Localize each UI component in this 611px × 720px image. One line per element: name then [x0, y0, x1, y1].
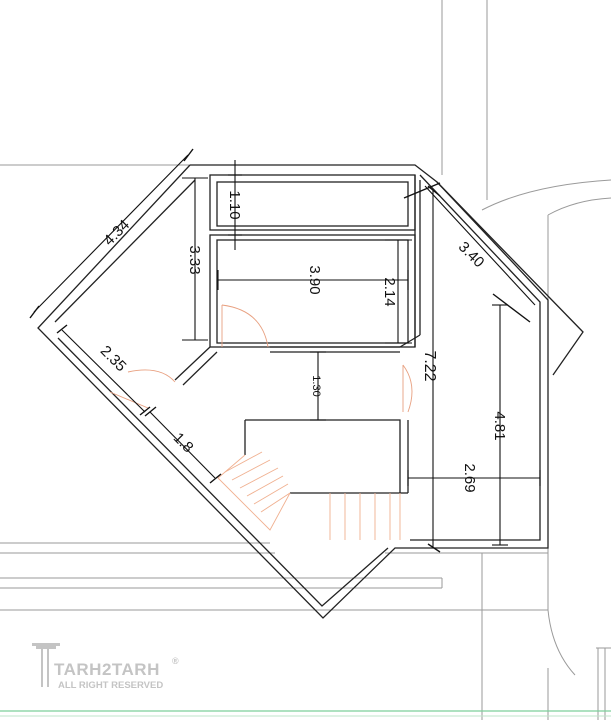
- watermark-logo: TARH2TARH ALL RIGHT RESERVED ®: [32, 643, 179, 691]
- dim-label-3-90: 3.90: [306, 265, 323, 294]
- dim-label-3-40: 3.40: [455, 238, 488, 271]
- dim-label-2-69: 2.69: [461, 463, 478, 492]
- doors: [109, 304, 413, 413]
- dim-label-1-30: 1.30: [310, 375, 322, 396]
- watermark-registered-mark: ®: [172, 656, 179, 666]
- watermark-tagline: ALL RIGHT RESERVED: [58, 680, 163, 691]
- dimension-labels: 4.34 3.33 1.10 3.90 2.14 3.40 2.35 1.30 …: [97, 190, 508, 492]
- dim-label-3-33: 3.33: [186, 245, 203, 274]
- dim-label-4-81: 4.81: [491, 411, 508, 440]
- dim-label-1-8: 1.8: [170, 429, 197, 456]
- dimension-lines: [29, 148, 541, 553]
- dim-label-2-14: 2.14: [381, 277, 398, 306]
- watermark-brand: TARH2TARH: [54, 660, 160, 679]
- dim-label-4-34: 4.34: [100, 216, 133, 249]
- dim-label-7-22: 7.22: [421, 350, 438, 381]
- dim-label-1-10: 1.10: [226, 190, 243, 219]
- stairs: [217, 451, 401, 540]
- dim-label-2-35: 2.35: [97, 342, 130, 375]
- walls: [37, 164, 584, 619]
